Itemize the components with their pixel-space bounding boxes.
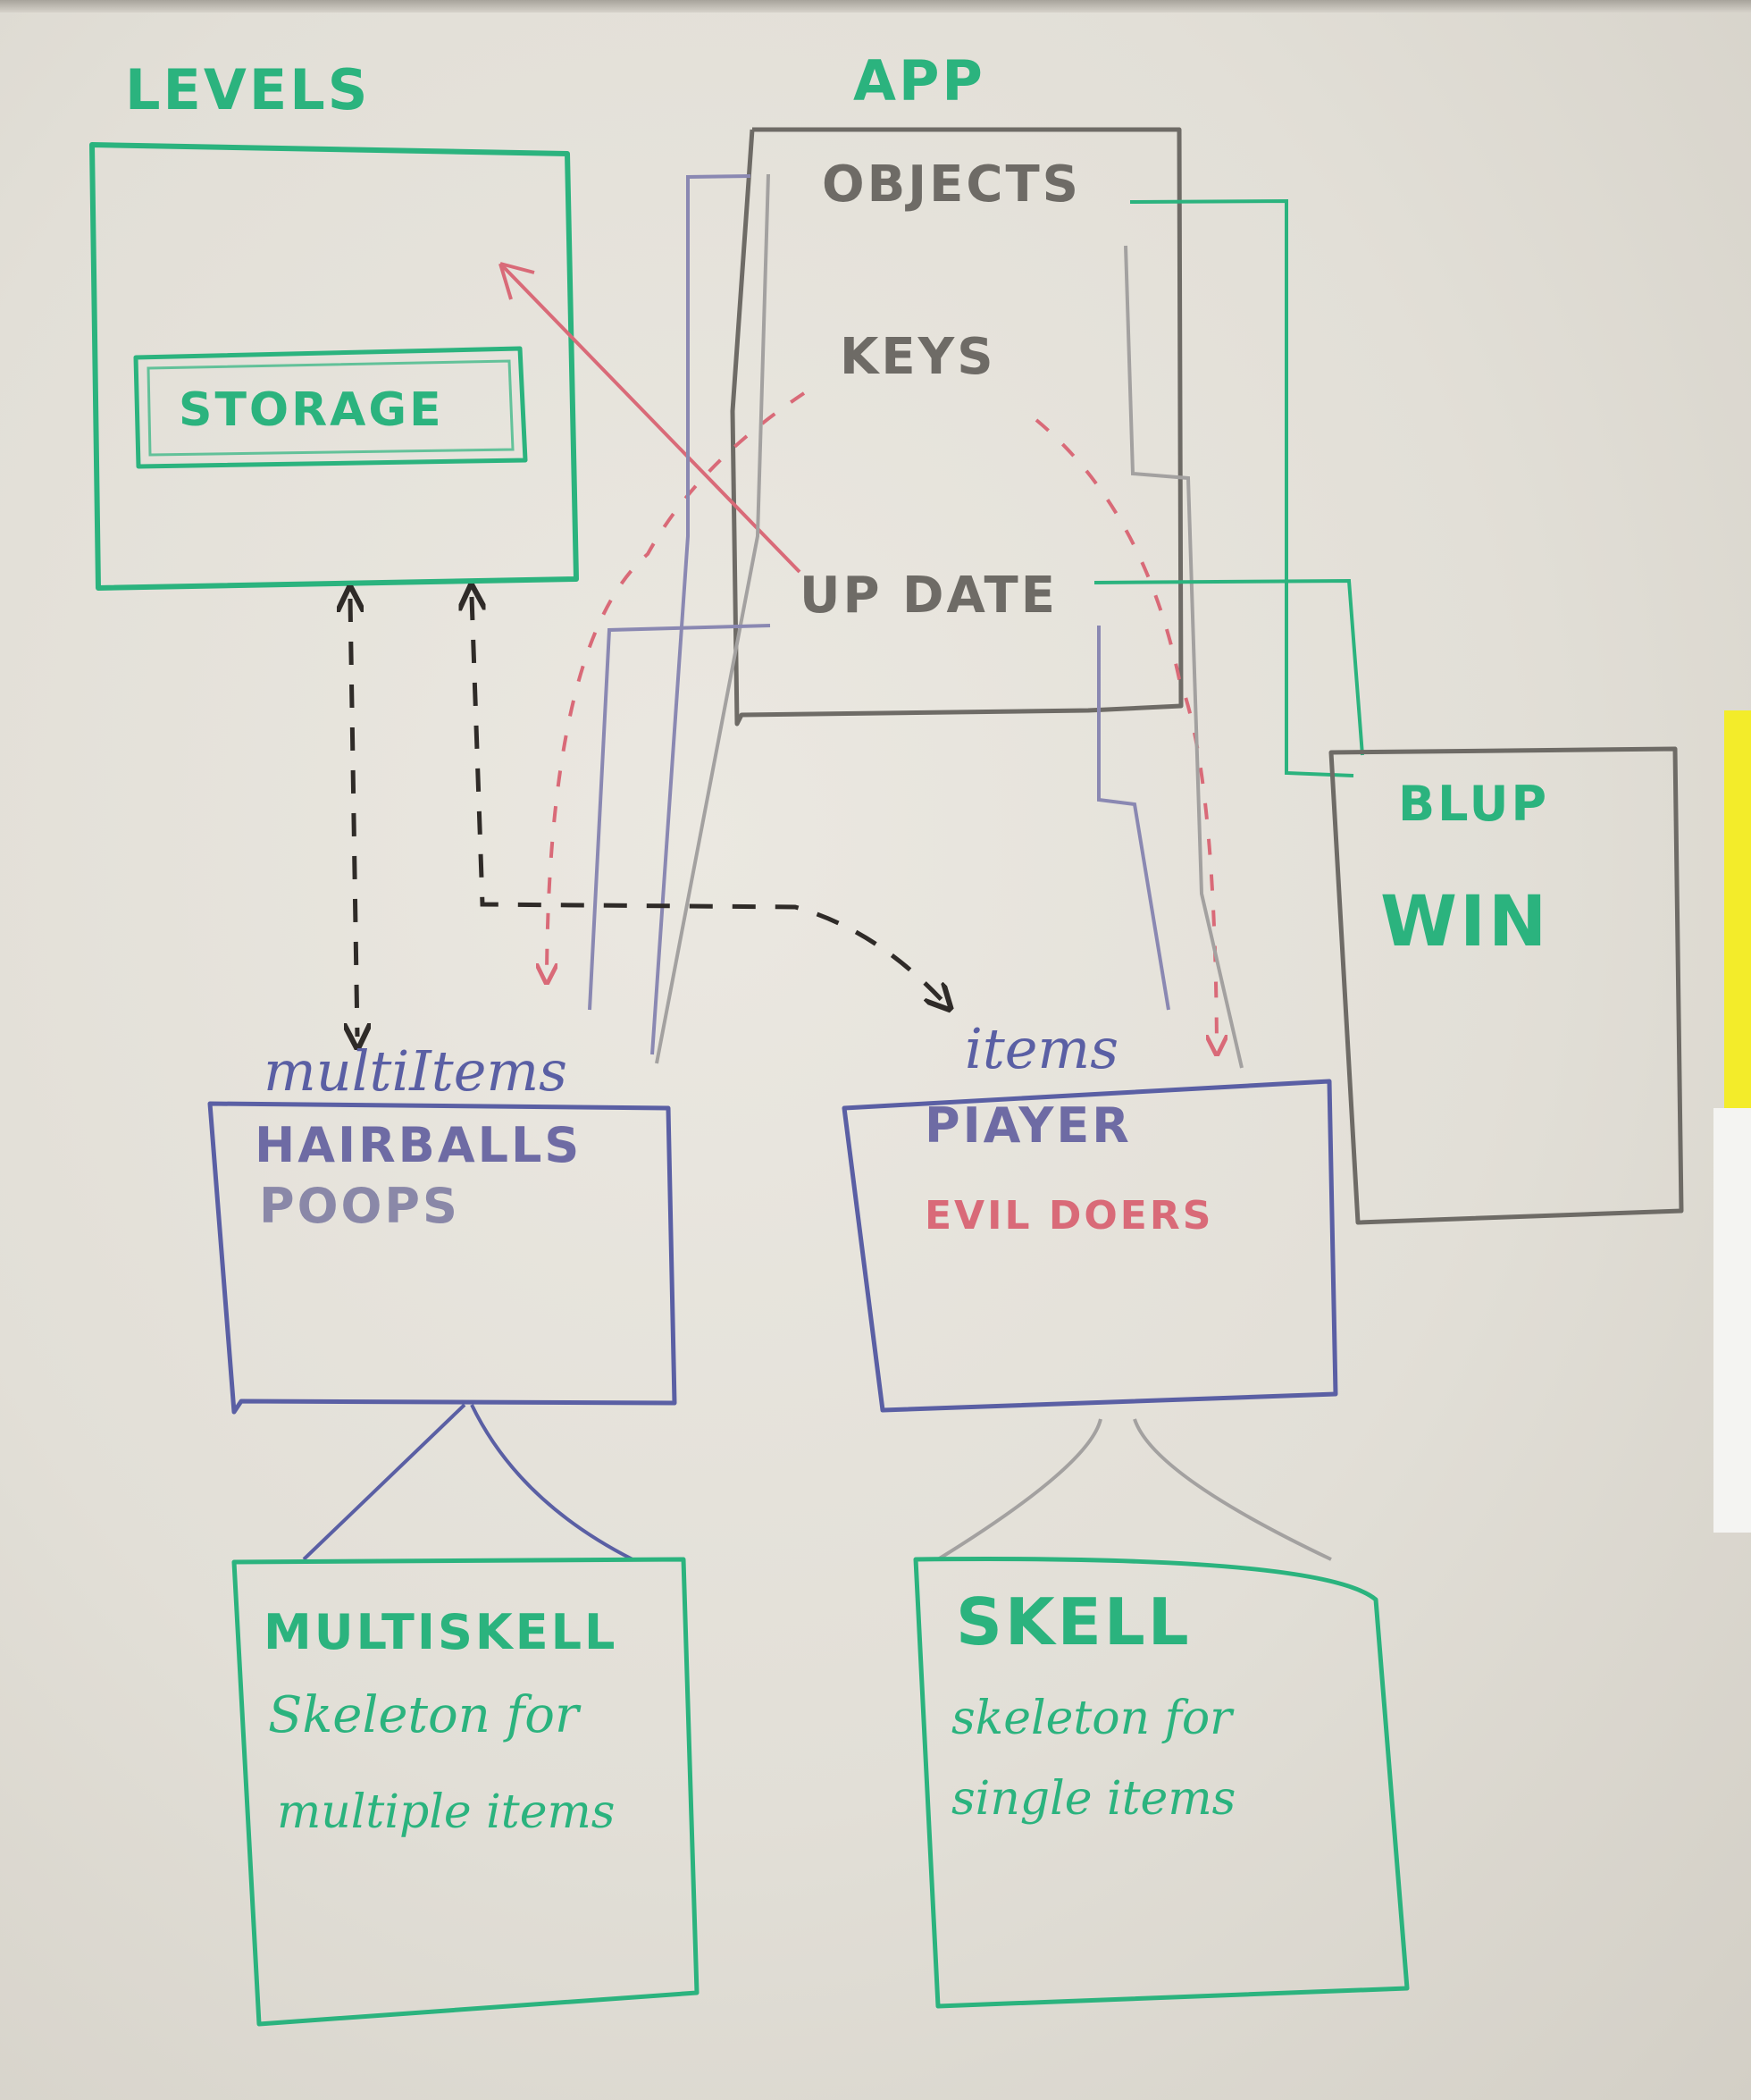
- multiitems-box: [207, 1101, 677, 1415]
- objects-gray-line: [655, 173, 770, 1064]
- levels-box: [89, 142, 579, 591]
- storage-arrowhead: [498, 262, 535, 300]
- skell-desc-line2: single items: [951, 1772, 1236, 1826]
- multiskell-group: MULTISKELL Skeleton for multiple items: [231, 1557, 700, 2027]
- skell-box: [913, 1557, 1410, 2009]
- evildoers-label: EVIL DOERS: [925, 1193, 1213, 1239]
- objects-to-blup-line: [1129, 198, 1354, 777]
- blup-subtitle: WIN: [1380, 882, 1549, 962]
- multiskell-desc-line2: multiple items: [277, 1785, 615, 1839]
- multiitems-group: multiItems HAIRBALLS POOPS: [207, 1038, 677, 1415]
- update-to-blup-line: [1093, 578, 1364, 756]
- update-label: UP DATE: [800, 567, 1058, 625]
- multiskell-title: MULTISKELL: [264, 1604, 617, 1660]
- yellow-sticky-note: [1724, 710, 1751, 1108]
- white-sticky-note: [1713, 1108, 1751, 1533]
- blup-box: [1328, 746, 1684, 1225]
- app-group: APP OBJECTS KEYS UP DATE: [730, 48, 1184, 727]
- levels-group: LEVELS STORAGE: [89, 57, 579, 591]
- skell-title: SKELL: [956, 1584, 1192, 1659]
- items-group: items PIAYER EVIL DOERS: [842, 1016, 1338, 1413]
- skell-desc-line1: skeleton for: [951, 1692, 1235, 1745]
- storage-inner-box: [147, 359, 515, 457]
- levels-items-arrow: [472, 597, 943, 1001]
- objects-to-items-line: [1124, 245, 1244, 1069]
- items-name: items: [965, 1016, 1118, 1081]
- update-to-multiitems-line: [588, 624, 771, 1011]
- blup-title: BLUP: [1398, 776, 1549, 832]
- app-box: [730, 127, 1184, 727]
- skell-group: SKELL skeleton for single items: [913, 1557, 1410, 2009]
- keys-dashed-arc-left: [547, 391, 806, 974]
- multiitems-to-multiskell-right: [470, 1404, 633, 1561]
- blup-group: BLUP WIN: [1328, 746, 1684, 1225]
- objects-label: OBJECTS: [822, 155, 1081, 214]
- multiskell-box: [231, 1557, 700, 2027]
- player-label: PIAYER: [925, 1097, 1132, 1154]
- multiitems-name: multiItems: [264, 1038, 567, 1104]
- levels-title: LEVELS: [125, 57, 370, 122]
- items-box: [842, 1079, 1338, 1413]
- items-to-skell-right: [1133, 1418, 1332, 1561]
- whiteboard-frame: [0, 0, 1751, 13]
- keys-label: KEYS: [840, 328, 996, 386]
- update-to-items-line: [1097, 626, 1170, 1011]
- storage-label: STORAGE: [179, 383, 444, 437]
- multiitems-entry-hairballs: HAIRBALLS: [255, 1117, 582, 1173]
- multiitems-to-multiskell-left: [302, 1403, 466, 1561]
- items-to-skell-left: [936, 1418, 1102, 1561]
- storage-box: [133, 346, 528, 469]
- levels-multiitems-arrow: [350, 599, 357, 1037]
- multiskell-desc-line1: Skeleton for: [268, 1686, 582, 1744]
- app-title: APP: [853, 48, 985, 113]
- multiitems-entry-poops: POOPS: [259, 1178, 460, 1234]
- update-to-storage-arrow: [498, 262, 801, 574]
- keys-dashed-arc-right: [1035, 418, 1217, 1046]
